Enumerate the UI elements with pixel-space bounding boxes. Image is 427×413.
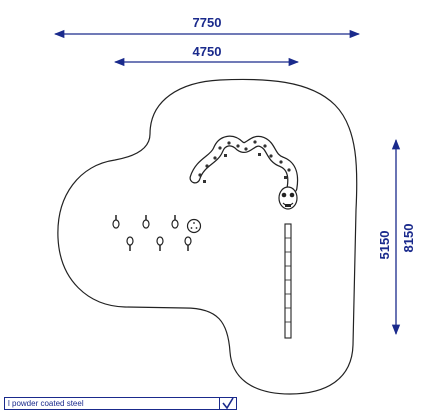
stepping-post-icon	[156, 236, 164, 251]
snake-climber	[189, 135, 299, 210]
material-legend-text: l powder coated steel	[8, 399, 84, 408]
dimension-inner-width: 4750	[113, 44, 300, 67]
dimension-depth-overall-label: 8150	[401, 224, 416, 253]
balance-beam	[284, 223, 292, 339]
dimension-depth-inner: 5150	[377, 138, 401, 336]
stepping-post-icon	[126, 236, 134, 251]
dimension-overall-width: 7750	[53, 15, 361, 39]
dimension-overall-width-label: 7750	[193, 15, 222, 30]
stepping-posts	[112, 215, 202, 251]
dimension-depth-inner-label: 5150	[377, 231, 392, 260]
spinner-disc-icon	[186, 218, 202, 234]
stepping-post-icon	[184, 236, 192, 251]
dimension-inner-width-label: 4750	[193, 44, 222, 59]
checkmark-icon	[219, 397, 236, 410]
play-area-outline	[57, 78, 358, 395]
stepping-post-icon	[171, 215, 179, 229]
stepping-post-icon	[142, 215, 150, 229]
stepping-post-icon	[112, 215, 120, 229]
material-legend: l powder coated steel	[4, 397, 237, 410]
